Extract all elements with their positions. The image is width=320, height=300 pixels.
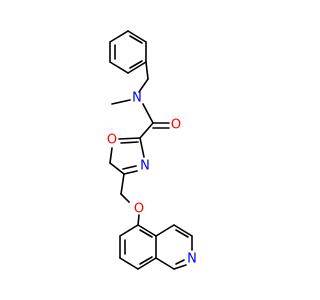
bond: [145, 61, 149, 80]
ether-oxygen-label: O: [134, 202, 144, 217]
carbonyl-oxygen-label: O: [171, 118, 181, 133]
bond: [142, 103, 154, 124]
bond: [139, 256, 153, 265]
bond: [155, 224, 175, 237]
bond: [118, 137, 141, 140]
bond: [109, 30, 129, 43]
bond: [119, 224, 139, 237]
bond: [109, 147, 113, 164]
bond: [155, 257, 175, 270]
bond: [119, 257, 139, 270]
bond: [137, 214, 140, 226]
bond: [120, 141, 139, 144]
bond: [122, 165, 137, 170]
bond: [137, 257, 157, 270]
bond: [129, 60, 143, 69]
amide-nitrogen-label: N: [132, 91, 142, 106]
oxazole-oxygen-label: O: [107, 133, 117, 148]
bond: [109, 162, 125, 175]
isoquinoline-nitrogen-label: N: [187, 252, 197, 267]
bond: [123, 170, 138, 175]
bond: [175, 229, 189, 238]
bonds: [109, 30, 193, 270]
bond: [173, 264, 187, 270]
structure-diagram: N O N O O N: [107, 30, 197, 270]
bond: [109, 61, 129, 74]
bond: [127, 61, 147, 74]
bond: [139, 122, 154, 139]
bond: [111, 99, 131, 105]
oxazole-nitrogen-label: N: [140, 159, 150, 174]
bond: [127, 30, 147, 43]
bond: [175, 259, 185, 265]
bond: [120, 193, 130, 203]
bond: [129, 35, 143, 44]
bond: [139, 137, 145, 158]
bond: [137, 224, 157, 237]
atom-labels: N O N O O N: [107, 91, 197, 267]
bond: [138, 78, 149, 93]
bond: [139, 229, 153, 238]
bond: [173, 224, 193, 237]
bond: [120, 173, 125, 195]
